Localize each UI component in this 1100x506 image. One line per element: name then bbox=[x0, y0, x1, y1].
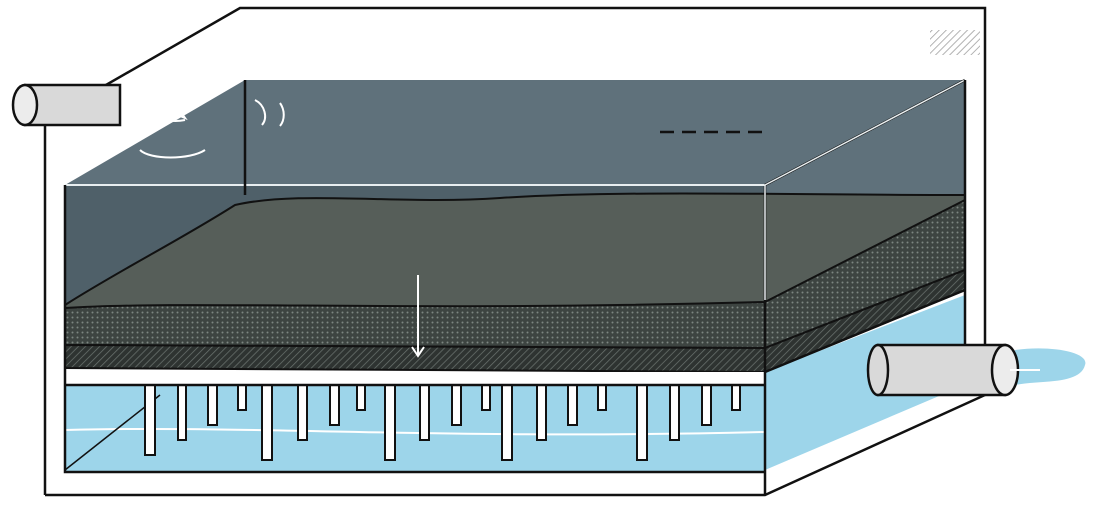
flow-down-arrow-icon bbox=[411, 275, 425, 358]
outflow-water bbox=[1015, 348, 1086, 385]
corner-shading bbox=[930, 30, 980, 55]
underdrain-nozzles bbox=[144, 384, 741, 461]
outlet-pipe bbox=[866, 343, 1040, 397]
clear-water-side bbox=[765, 295, 965, 470]
inlet-pipe bbox=[11, 83, 122, 127]
sludge-layer bbox=[64, 192, 966, 312]
inlet-splash-icon bbox=[139, 89, 285, 159]
